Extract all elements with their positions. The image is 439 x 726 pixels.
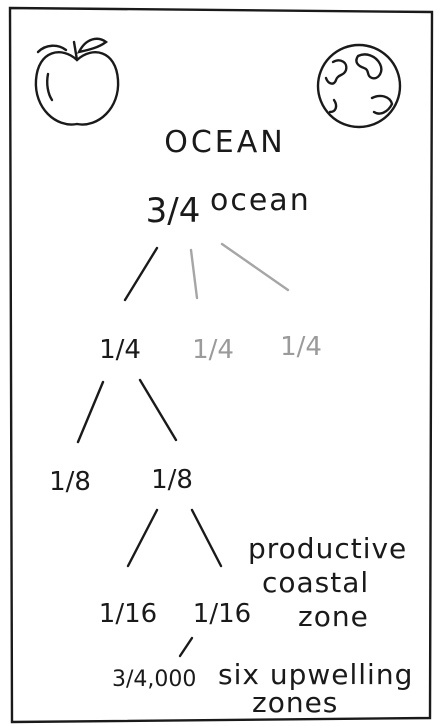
apple-icon xyxy=(34,37,120,126)
quarter-node-2: 1/4 xyxy=(192,335,234,365)
quarter-node-1: 1/4 xyxy=(99,335,141,365)
edge-quarter-to-eighth-1 xyxy=(76,380,105,444)
root-fraction: 3/4 xyxy=(146,191,201,231)
diagram-title: OCEAN xyxy=(164,125,285,160)
eighth-node-1: 1/8 xyxy=(49,467,91,497)
edge-root-to-quarter-2 xyxy=(189,248,199,300)
coastal-label-line-3: zone xyxy=(298,600,369,633)
edge-root-to-quarter-3 xyxy=(220,242,290,292)
globe-icon xyxy=(316,43,402,129)
edge-root-to-quarter-1 xyxy=(123,246,159,302)
page-border xyxy=(8,6,434,724)
coastal-label-line-1: productive xyxy=(248,532,407,565)
eighth-node-2: 1/8 xyxy=(151,465,193,495)
coastal-label-line-2: coastal xyxy=(262,566,369,599)
edge-quarter-to-eighth-2 xyxy=(138,378,178,442)
upwelling-fraction: 3/4,000 xyxy=(112,667,196,692)
sixteenth-node-1: 1/16 xyxy=(99,599,157,629)
edge-eighth-to-sixteenth-1 xyxy=(126,508,159,568)
upwelling-label-line-2: zones xyxy=(252,686,338,719)
edge-eighth-to-sixteenth-2 xyxy=(190,508,223,568)
sixteenth-node-2: 1/16 xyxy=(193,599,251,629)
root-label: ocean xyxy=(210,183,311,218)
quarter-node-3: 1/4 xyxy=(280,332,322,362)
upwelling-label-line-1: six upwelling xyxy=(218,658,413,691)
edge-sixteenth-to-upwelling xyxy=(178,636,194,658)
